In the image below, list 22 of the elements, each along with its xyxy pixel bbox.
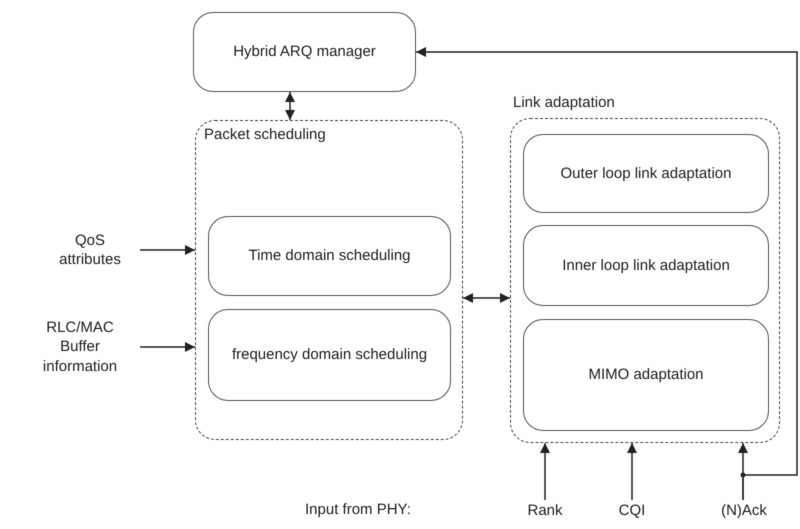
group-heading: Packet scheduling	[204, 125, 326, 144]
input-label: (N)Ack	[720, 501, 768, 521]
process-box: Time domain scheduling	[208, 216, 451, 296]
arrow	[140, 245, 195, 255]
note-label: Input from PHY:	[305, 501, 411, 518]
input-label: QoS attributes	[58, 230, 122, 270]
input-label: Rank	[526, 501, 564, 521]
arrow	[285, 92, 295, 120]
process-box: MIMO adaptation	[523, 319, 769, 431]
arrow	[627, 443, 637, 500]
arrow	[416, 47, 798, 500]
group-heading: Link adaptation	[513, 93, 615, 112]
process-box: frequency domain scheduling	[208, 309, 451, 401]
dashed-group-box	[195, 120, 463, 440]
process-box: Outer loop link adaptation	[523, 134, 769, 213]
process-box: Inner loop link adaptation	[523, 225, 769, 306]
process-box: Hybrid ARQ manager	[193, 12, 416, 92]
input-label: RLC/MAC Buffer information	[42, 318, 118, 376]
arrow	[140, 342, 195, 352]
arrow	[540, 443, 550, 500]
arrow	[463, 293, 510, 303]
input-label: CQI	[618, 501, 646, 521]
